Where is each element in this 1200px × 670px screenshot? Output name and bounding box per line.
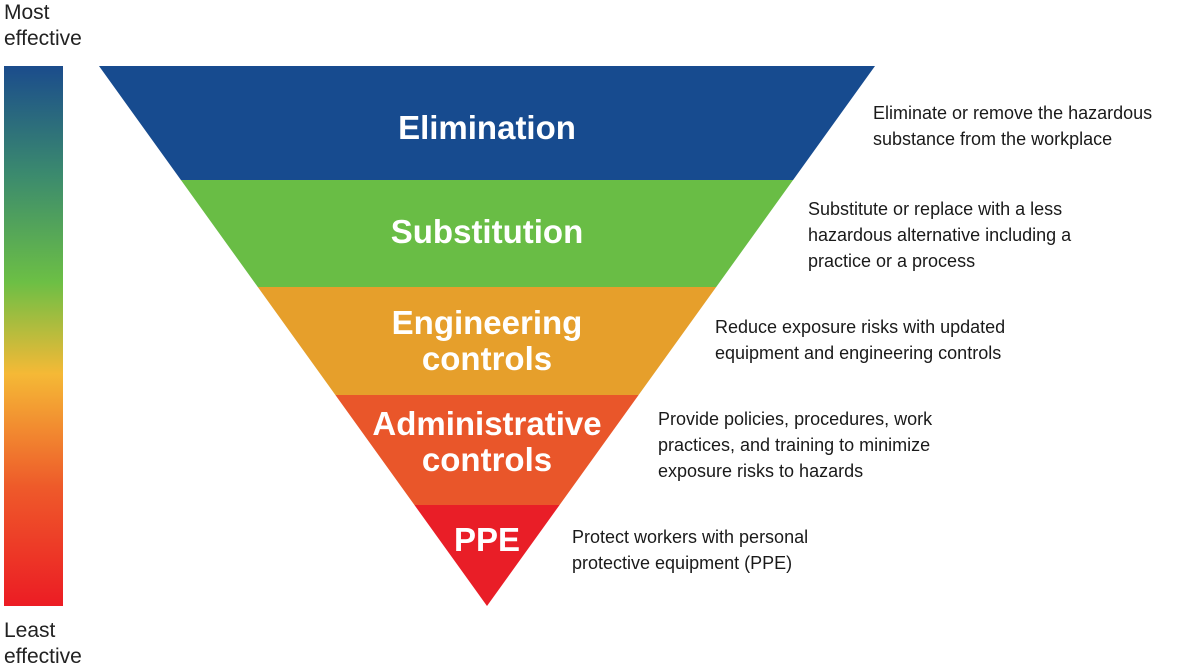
effectiveness-scale-bar — [4, 66, 63, 606]
least-effective-label: Least effective — [4, 619, 82, 668]
tier-2-band — [257, 287, 717, 395]
most-effective-label: Most effective — [4, 1, 82, 50]
tier-0-label: Elimination — [398, 109, 576, 146]
tier-4-band — [414, 505, 560, 606]
tier-1-label: Substitution — [390, 213, 584, 250]
tier-4-label: PPE — [453, 521, 521, 558]
tier-0-band — [99, 66, 875, 180]
tier-1-band — [180, 180, 794, 287]
tier-3-band — [335, 395, 639, 505]
